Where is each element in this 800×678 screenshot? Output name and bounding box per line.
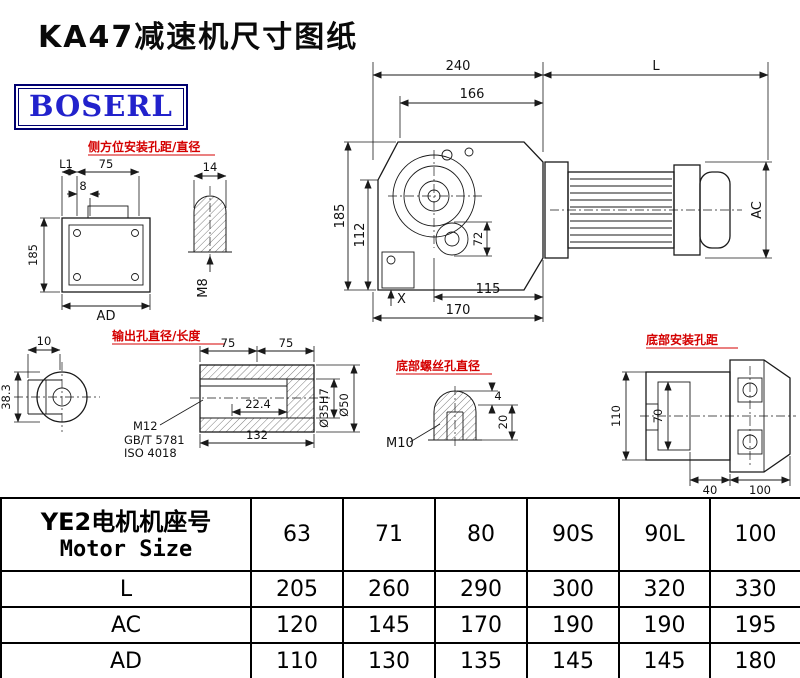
cell-L-80: 290	[434, 570, 528, 608]
cell-L-63: 205	[250, 570, 344, 608]
dim-72: 72	[471, 232, 485, 247]
dim-38-3: 38.3	[0, 384, 13, 410]
header-col-90l: 90L	[618, 497, 711, 572]
dim-166: 166	[460, 87, 485, 102]
dim-22-4: 22.4	[245, 397, 271, 411]
row-label-L: L	[0, 570, 252, 608]
header-col-90s: 90S	[526, 497, 620, 572]
side-view: 侧方位安装孔距/直径 L1 75 8	[26, 139, 215, 324]
cell-AC-100: 195	[709, 606, 800, 644]
output-end-view: 10 38.3	[0, 334, 100, 432]
motor-size-table: YE2电机机座号 Motor Size 63 71 80 90S 90L 100…	[0, 497, 800, 678]
cell-AC-63: 120	[250, 606, 344, 644]
dim-dia35h7: Ø35H7	[317, 388, 331, 428]
dim-185-side: 185	[26, 244, 40, 266]
dim-m8: M8	[196, 278, 211, 298]
std-iso-4018: ISO 4018	[124, 446, 177, 460]
side-hole-detail: 14 M8	[188, 160, 232, 298]
brand-text: BOSERL	[18, 88, 184, 126]
dim-L: L	[652, 59, 660, 74]
dim-10: 10	[37, 334, 52, 348]
dim-m10: M10	[386, 436, 414, 451]
dim-112: 112	[353, 223, 368, 248]
dim-4: 4	[494, 389, 501, 403]
cell-L-100: 330	[709, 570, 800, 608]
cell-AD-80: 135	[434, 642, 528, 678]
row-label-AC: AC	[0, 606, 252, 644]
dim-100: 100	[749, 483, 771, 497]
table-row-AC: AC 120 145 170 190 190 195	[0, 606, 800, 644]
main-front-view: 240 L 166	[333, 59, 772, 322]
cell-AC-90s: 190	[526, 606, 620, 644]
dim-75-side: 75	[99, 157, 114, 171]
dim-75-a: 75	[221, 336, 236, 350]
table-row-AD: AD 110 130 135 145 145 180	[0, 642, 800, 678]
cell-L-90s: 300	[526, 570, 620, 608]
header-col-100: 100	[709, 497, 800, 572]
cell-AC-71: 145	[342, 606, 436, 644]
dim-14: 14	[203, 160, 218, 174]
header-motor-size-cn: YE2电机机座号	[40, 508, 212, 536]
dim-110: 110	[609, 405, 623, 427]
dim-l1: L1	[59, 157, 73, 171]
page-title: KA47减速机尺寸图纸	[38, 20, 359, 55]
dim-40: 40	[703, 483, 718, 497]
dim-132: 132	[246, 428, 268, 442]
technical-drawing: 侧方位安装孔距/直径 L1 75 8	[0, 59, 796, 497]
dim-8: 8	[79, 179, 86, 193]
bottom-screw-detail: 底部螺丝孔直径 4 20 M10	[386, 358, 518, 451]
dim-x: X	[397, 292, 406, 307]
cell-AD-63: 110	[250, 642, 344, 678]
side-mount-label: 侧方位安装孔距/直径	[88, 139, 200, 154]
header-col-80: 80	[434, 497, 528, 572]
dim-20: 20	[496, 415, 510, 430]
cell-AD-90s: 145	[526, 642, 620, 678]
dim-75-b: 75	[279, 336, 294, 350]
bottom-mount-view: 底部安装孔距 110 70	[609, 332, 796, 497]
dim-m12: M12	[133, 419, 158, 433]
dim-ac: AC	[750, 201, 765, 219]
dim-115: 115	[476, 282, 501, 297]
dim-170: 170	[446, 303, 471, 318]
dim-240: 240	[446, 59, 471, 74]
dim-ad: AD	[97, 309, 116, 324]
dim-70: 70	[651, 409, 665, 424]
cell-AC-80: 170	[434, 606, 528, 644]
output-shaft-section: 输出孔直径/长度 75 75 22.4	[112, 328, 360, 460]
dim-185-main: 185	[333, 204, 348, 229]
header-motor-size-en: Motor Size	[59, 537, 193, 562]
cell-L-90l: 320	[618, 570, 711, 608]
row-label-AD: AD	[0, 642, 252, 678]
header-motor-size: YE2电机机座号 Motor Size	[0, 497, 252, 572]
brand-logo: BOSERL	[14, 84, 188, 130]
header-col-63: 63	[250, 497, 344, 572]
output-hole-label: 输出孔直径/长度	[112, 328, 201, 343]
table-header-row: YE2电机机座号 Motor Size 63 71 80 90S 90L 100	[0, 497, 800, 572]
cell-AC-90l: 190	[618, 606, 711, 644]
std-gbt-5781: GB/T 5781	[124, 433, 185, 447]
cell-AD-71: 130	[342, 642, 436, 678]
dim-dia50: Ø50	[337, 393, 351, 417]
bottom-screw-label: 底部螺丝孔直径	[396, 358, 480, 373]
cell-AD-100: 180	[709, 642, 800, 678]
table-row-L: L 205 260 290 300 320 330	[0, 570, 800, 608]
cell-L-71: 260	[342, 570, 436, 608]
cell-AD-90l: 145	[618, 642, 711, 678]
header-col-71: 71	[342, 497, 436, 572]
bottom-mount-label: 底部安装孔距	[646, 332, 718, 347]
